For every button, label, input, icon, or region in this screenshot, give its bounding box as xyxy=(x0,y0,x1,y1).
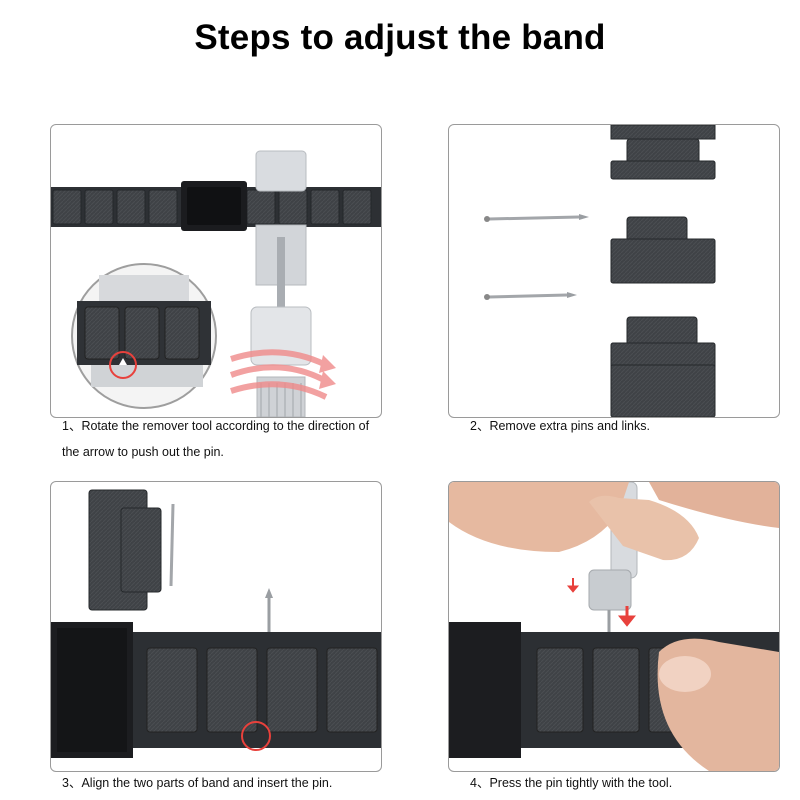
pin-icon xyxy=(484,292,577,300)
remover-tool-icon xyxy=(250,150,312,417)
pin-icon xyxy=(484,214,589,222)
red-circle-highlight xyxy=(241,721,271,751)
band-link xyxy=(610,216,716,284)
step-1-line-2: the arrow to push out the pin. xyxy=(62,445,224,459)
step-3-line-1: 3、Align the two parts of band and insert… xyxy=(62,776,333,790)
step-2-line-1: 2、Remove extra pins and links. xyxy=(470,419,650,433)
hand-photo xyxy=(449,482,779,771)
band-link xyxy=(610,125,716,180)
page-title: Steps to adjust the band xyxy=(194,18,606,57)
rotation-arrow-icon xyxy=(229,349,336,400)
step-2-image xyxy=(448,124,780,418)
step-1-line-1: 1、Rotate the remover tool according to t… xyxy=(62,419,370,433)
watch-band-photo xyxy=(51,181,381,231)
watch-band-photo xyxy=(51,622,381,758)
step-3-caption: 3、Align the two parts of band and insert… xyxy=(62,770,332,796)
step-1-image xyxy=(50,124,382,418)
step-4-caption: 4、Press the pin tightly with the tool. xyxy=(470,770,672,796)
pin-icon xyxy=(265,588,273,632)
step-1-caption: 1、Rotate the remover tool according to t… xyxy=(62,413,369,465)
pin-icon xyxy=(169,503,175,587)
band-link xyxy=(610,316,716,417)
step-2-caption: 2、Remove extra pins and links. xyxy=(470,413,650,439)
band-link xyxy=(88,489,162,611)
press-arrow-icon xyxy=(566,578,637,627)
red-circle-highlight xyxy=(109,351,137,379)
step-4-line-1: 4、Press the pin tightly with the tool. xyxy=(470,776,673,790)
magnified-detail xyxy=(71,263,217,409)
step-3-image xyxy=(50,481,382,772)
step-4-image xyxy=(448,481,780,772)
